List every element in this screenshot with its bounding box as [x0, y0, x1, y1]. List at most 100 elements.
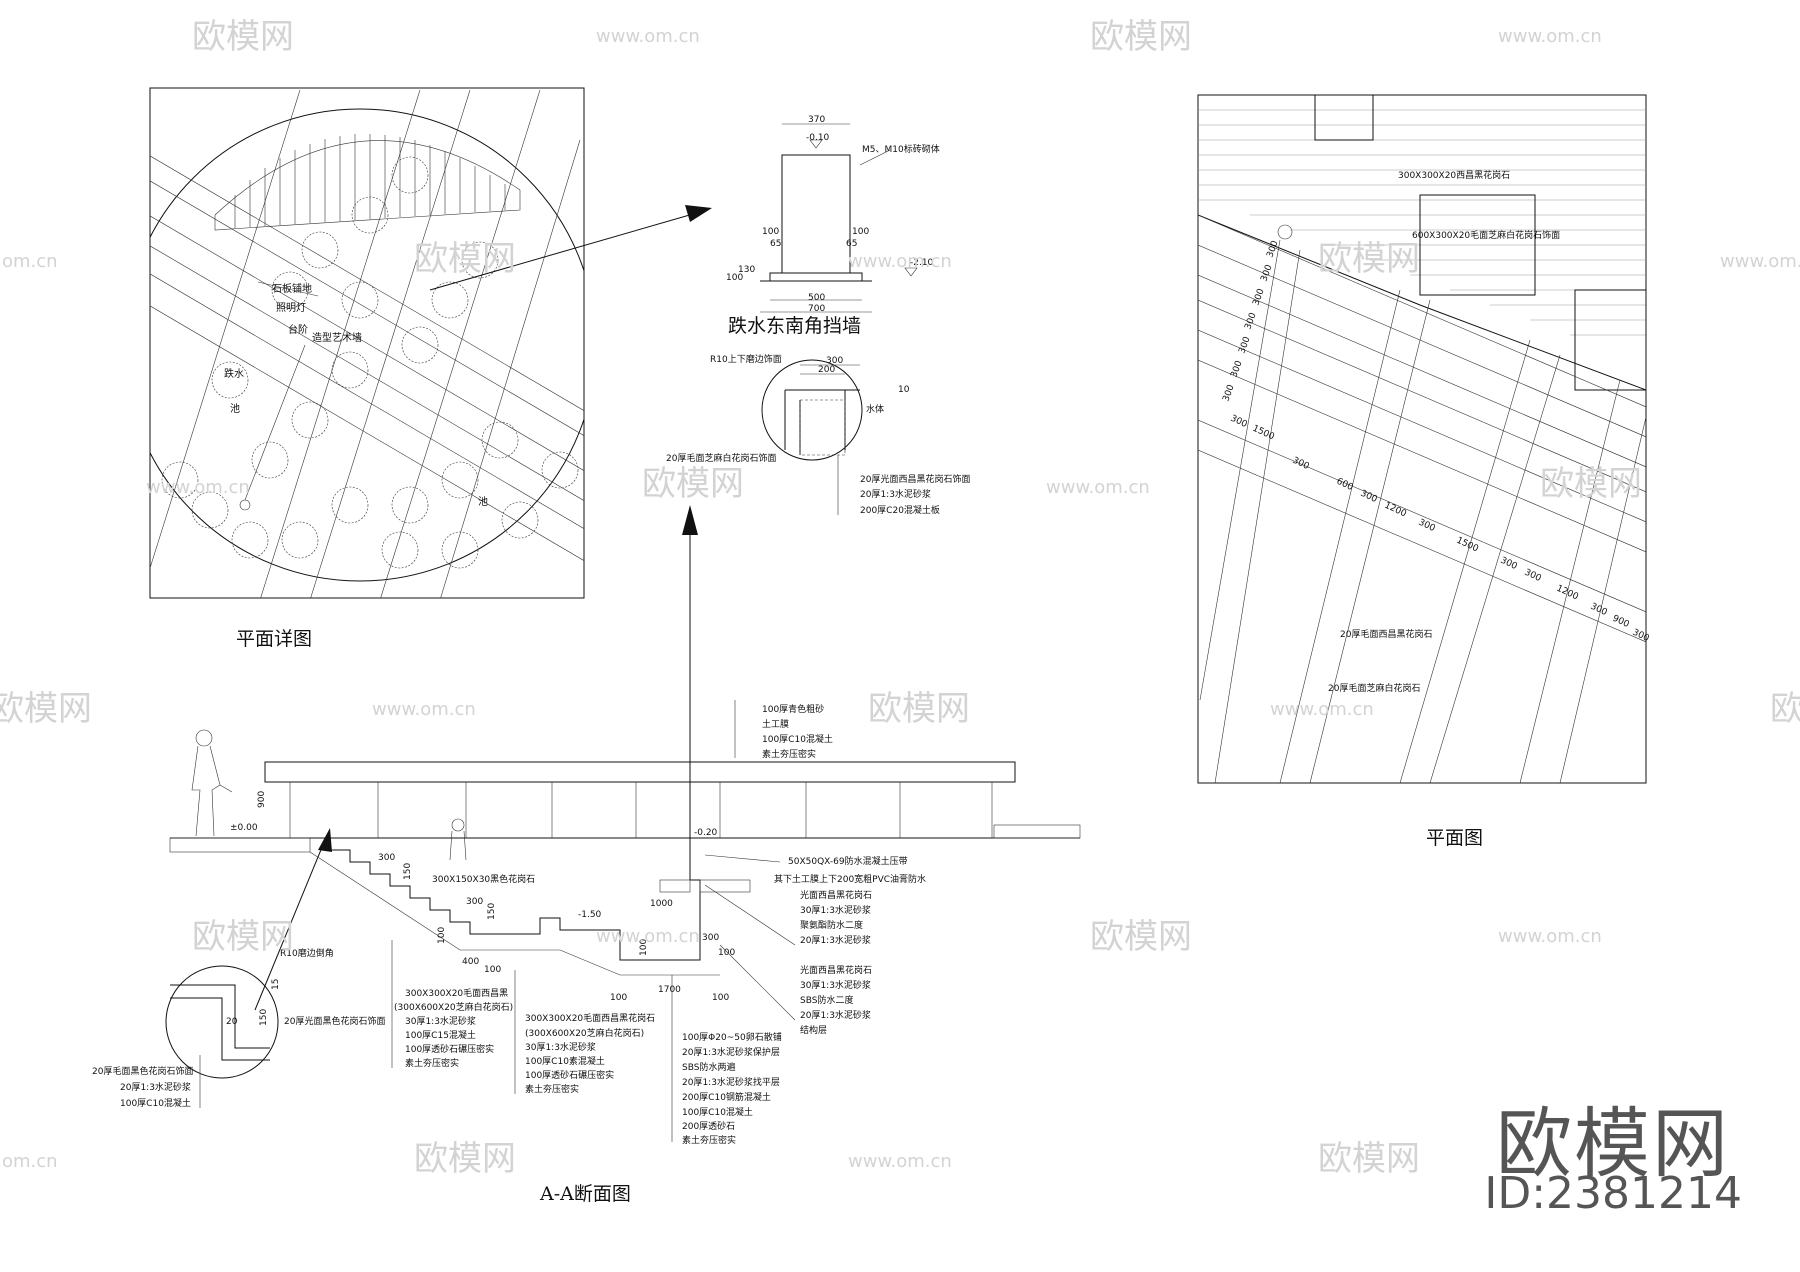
plan-label-4: 20厚毛面芝麻白花岗石 — [1328, 682, 1420, 694]
sec-pond-layer-7: 200厚透砂石 — [682, 1120, 735, 1132]
wm-site-8: www.om.cn — [1270, 699, 1374, 720]
scale-figure — [191, 729, 233, 837]
sec-wall-layer-2: 30厚1:3水泥砂浆 — [800, 904, 871, 916]
wm-site-4: www.om.cn — [1720, 251, 1800, 272]
sec-wall-layer-1: 光面西昌黑花岗石 — [800, 889, 872, 901]
wall-elev-bottom: -2.10 — [910, 258, 934, 268]
sec-wall-layer-3: 聚氨酯防水二度 — [800, 919, 863, 931]
plan-dim-15: 1500 — [1455, 536, 1480, 555]
sec-stair-stone: 300X150X30黑色花岗石 — [432, 873, 535, 885]
plan-dim-7: 300 — [1221, 383, 1236, 403]
wall-dim-100-right: 100 — [852, 227, 869, 237]
plan-dim-16: 300 — [1499, 556, 1519, 572]
plan-dim-3: 300 — [1251, 287, 1266, 307]
plan-dim-2: 300 — [1259, 263, 1274, 283]
sec-pond-layer-2: 20厚1:3水泥砂浆保护层 — [682, 1046, 780, 1058]
sec-step-layer-1: 300X300X20毛面西昌黑 — [405, 987, 508, 999]
plan-dim-21: 300 — [1631, 628, 1651, 644]
plan-label-2: 600X300X20毛面芝麻白花岗石饰面 — [1412, 229, 1560, 241]
plan-dim-11: 600 — [1335, 477, 1355, 493]
sec-wall-layer-4: 20厚1:3水泥砂浆 — [800, 934, 871, 946]
circle-edge-note: R10磨边倒角 — [280, 947, 334, 959]
wm-site-short-2: om.cn — [2, 1151, 58, 1172]
plan-detail-label-2: 照明灯 — [276, 302, 306, 314]
wm-logo-1: 欧模网 — [192, 17, 294, 57]
sec-step-layer-5: 100厚透砂石碾压密实 — [405, 1043, 494, 1055]
sec-dim-100a: 100 — [437, 927, 447, 944]
sec-dim-1700: 1700 — [658, 985, 681, 995]
plan-dim-5: 300 — [1237, 335, 1252, 355]
sec-elev-minus150: -1.50 — [578, 910, 602, 920]
plan-dim-6: 300 — [1229, 359, 1244, 379]
wm-logo-8: 欧模网 — [868, 689, 970, 729]
sec-pool-layer-1: 300X300X20毛面西昌黑花岗石 — [525, 1012, 655, 1024]
edge-layer-1: 20厚光面西昌黑花岗石饰面 — [860, 473, 970, 485]
plan-detail-label-6: 池 — [230, 402, 240, 415]
section-title: A-A断面图 — [539, 1183, 631, 1205]
watermarks: 欧模网 www.om.cn 欧模网 www.om.cn om.cn 欧模网 ww… — [0, 17, 1800, 1179]
sec-pond-layer-6: 100厚C10混凝土 — [682, 1106, 753, 1118]
plan-detail-label-1: 石板铺地 — [272, 282, 312, 295]
wall-dim-700: 700 — [808, 304, 825, 314]
sec-bottom-layer-1: 光面西昌黑花岗石 — [800, 964, 872, 976]
sec-top-layer-3: 100厚C10混凝土 — [762, 733, 833, 745]
wall-dim-65-left: 65 — [770, 239, 781, 249]
wm-logo-4: 欧模网 — [1318, 239, 1420, 279]
sec-pool-layer-5: 100厚透砂石碾压密实 — [525, 1069, 614, 1081]
edge-dim-10: 10 — [898, 385, 910, 395]
sec-pond-layer-3: SBS防水两遍 — [682, 1061, 735, 1073]
circle-layer-2: 20厚1:3水泥砂浆 — [120, 1081, 191, 1093]
plan-dim-14: 300 — [1417, 518, 1437, 534]
plan-detail-label-4: 造型艺术墙 — [312, 331, 362, 344]
plan-dim-18: 1200 — [1555, 584, 1580, 603]
wm-logo-7: 欧模网 — [0, 689, 92, 729]
sec-waterproof-2: 其下土工膜上下200宽粗PVC油膏防水 — [774, 873, 926, 885]
sec-dim-100b: 100 — [484, 965, 501, 975]
plan-dim-20: 900 — [1611, 614, 1631, 630]
sec-top-layer-2: 土工膜 — [762, 718, 789, 730]
wm-logo-5: 欧模网 — [642, 464, 744, 504]
sec-dim-100e: 100 — [610, 993, 627, 1003]
circle-dim-150: 150 — [259, 1009, 269, 1026]
sec-dim-1000: 1000 — [650, 899, 673, 909]
brand-id: ID:2381214 — [1484, 1168, 1742, 1219]
plan-detail-label-5: 跌水 — [224, 367, 244, 380]
plan-detail-title: 平面详图 — [236, 628, 312, 650]
wm-logo-2: 欧模网 — [1090, 17, 1192, 57]
sec-dim-100c: 100 — [639, 939, 649, 956]
sec-step-layer-4: 100厚C15混凝土 — [405, 1029, 476, 1041]
wm-site-6: www.om.cn — [1046, 477, 1150, 498]
plan-dim-8: 300 — [1229, 414, 1249, 430]
wm-site-9: www.om.cn — [596, 926, 700, 947]
wall-dim-130: 130 — [738, 265, 755, 275]
edge-layer-2: 20厚1:3水泥砂浆 — [860, 488, 931, 500]
section-view: 900 ±0.00 -0.20 -1.50 300 150 300 150 10… — [92, 700, 1081, 1146]
edge-dim-300: 300 — [826, 356, 843, 366]
leader-arrows — [254, 205, 712, 1011]
plan-dim-17: 300 — [1523, 568, 1543, 584]
wall-dim-370: 370 — [808, 115, 825, 125]
wall-dim-100-left: 100 — [762, 227, 779, 237]
sec-pool-layer-2: (300X600X20芝麻白花岗石) — [525, 1027, 644, 1039]
sec-dim-400: 400 — [462, 957, 479, 967]
wall-dim-500: 500 — [808, 293, 825, 303]
wm-site-3: www.om.cn — [848, 251, 952, 272]
wm-logo-9: 欧模网 — [1770, 689, 1800, 729]
sec-dim-150a: 150 — [403, 863, 413, 880]
circle-layer-3: 100厚C10混凝土 — [120, 1097, 191, 1109]
sec-dim-150b: 150 — [487, 903, 497, 920]
edge-water: 水体 — [866, 403, 884, 415]
wm-logo-10: 欧模网 — [192, 917, 294, 957]
plan-dim-9: 1500 — [1251, 424, 1276, 443]
plan-title: 平面图 — [1426, 827, 1483, 849]
plan-detail-label-3: 台阶 — [288, 323, 308, 336]
plan-detail-view: 石板铺地 照明灯 台阶 造型艺术墙 跌水 池 池 — [149, 87, 585, 599]
plan-detail-label-7: 池 — [478, 495, 488, 508]
plan-dim-4: 300 — [1243, 311, 1258, 331]
sec-pool-layer-6: 素土夯压密实 — [525, 1083, 579, 1095]
sec-bottom-layer-4: 20厚1:3水泥砂浆 — [800, 1009, 871, 1021]
plan-dim-19: 300 — [1589, 602, 1609, 618]
edge-top-finish: 20厚毛面芝麻白花岗石饰面 — [666, 452, 776, 464]
sec-pool-layer-3: 30厚1:3水泥砂浆 — [525, 1041, 596, 1053]
brand-logo-text: 欧模网 — [1496, 1099, 1730, 1188]
